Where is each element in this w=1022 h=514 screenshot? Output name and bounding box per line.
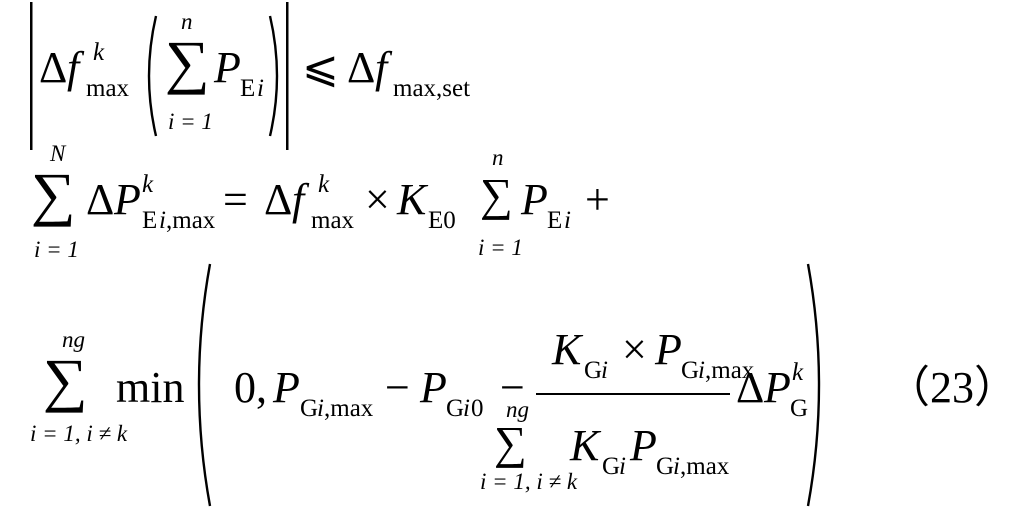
delta-symbol: Δ	[39, 43, 68, 92]
summation-symbol-2: ∑	[480, 169, 513, 220]
numerator-P-subscript-G: G	[681, 357, 700, 384]
sum-lower-limit: i = 1, i ≠ k	[30, 421, 128, 446]
minus-symbol-1: −	[385, 363, 410, 412]
denominator-K: K	[570, 421, 600, 470]
sum-upper-limit: N	[50, 141, 66, 166]
denominator-K-subscript-G: G	[602, 453, 621, 480]
rhs-f-variable: f	[292, 175, 305, 224]
subscript-max: max	[86, 75, 130, 102]
P-variable: P	[114, 175, 141, 224]
rhs-delta-symbol: Δ	[264, 175, 293, 224]
numerator-times: ×	[622, 325, 647, 374]
delta-P-superscript-k: k	[792, 359, 804, 386]
P2-subscript-i: i	[564, 207, 571, 234]
big-left-paren	[197, 263, 212, 507]
denominator-sum-upper-limit: ng	[506, 397, 529, 422]
P1-subscript-max: ,max	[324, 395, 374, 422]
K-subscript-E0: E0	[428, 207, 456, 234]
plus-symbol: +	[585, 175, 610, 224]
summation-symbol: ∑	[30, 161, 76, 227]
right-paren	[268, 15, 279, 137]
equals-symbol: =	[223, 175, 248, 224]
delta-P-G-variable: P	[764, 363, 791, 412]
min-operator: min	[116, 363, 185, 412]
sum-lower-limit: i = 1	[34, 237, 79, 262]
minus-symbol-2: −	[500, 363, 525, 412]
P2-subscript-G: G	[446, 395, 465, 422]
denominator-P-subscript-G: G	[656, 453, 675, 480]
times-symbol: ×	[365, 175, 390, 224]
leq-symbol: ⩽	[302, 43, 339, 92]
zero-value: 0,	[234, 363, 267, 412]
subscript-max: ,max	[166, 207, 216, 234]
sum2-upper-limit: n	[492, 145, 504, 170]
big-right-paren	[806, 263, 821, 507]
P-variable-2: P	[521, 175, 548, 224]
numerator-P-subscript-i: i	[698, 357, 705, 384]
P2-subscript-E: E	[547, 207, 563, 234]
rhs-superscript-k: k	[318, 171, 330, 198]
fraction-bar	[536, 393, 730, 395]
rhs-f-variable: f	[375, 43, 388, 92]
abs-bar-right	[286, 2, 289, 150]
K-variable: K	[397, 175, 427, 224]
P-Gi0-variable: P	[420, 363, 447, 412]
f-variable: f	[67, 43, 80, 92]
numerator-K-subscript-G: G	[584, 357, 603, 384]
P-Gi-max-variable: P	[273, 363, 300, 412]
numerator-P: P	[655, 325, 682, 374]
denominator-summation-symbol: ∑	[494, 417, 527, 468]
delta-P-subscript-G: G	[790, 395, 809, 422]
denominator-K-subscript-i: i	[619, 453, 626, 480]
equation-number: （23）	[886, 363, 1018, 412]
P-variable: P	[214, 43, 241, 92]
subscript-E: E	[142, 207, 158, 234]
subscript-i: i	[159, 207, 166, 234]
summation-symbol: ∑	[164, 29, 210, 95]
P2-subscript-0: 0	[471, 395, 484, 422]
sum2-lower-limit: i = 1	[478, 235, 523, 260]
subscript-E: E	[240, 75, 256, 102]
P1-subscript-i: i	[317, 395, 324, 422]
sum-upper-limit: ng	[62, 327, 85, 352]
denominator-sum-lower-limit: i = 1, i ≠ k	[480, 469, 578, 494]
left-paren	[147, 15, 158, 137]
P1-subscript-G: G	[300, 395, 319, 422]
P2-subscript-i: i	[463, 395, 470, 422]
subscript-i: i	[257, 75, 264, 102]
denominator-P: P	[630, 421, 657, 470]
sum-upper-limit: n	[181, 9, 193, 34]
sum-lower-limit: i = 1	[168, 109, 213, 134]
delta-symbol: Δ	[736, 363, 765, 412]
rhs-subscript-max: max	[311, 207, 355, 234]
superscript-k: k	[142, 171, 154, 198]
summation-symbol: ∑	[42, 347, 88, 413]
delta-symbol: Δ	[86, 175, 115, 224]
numerator-K-subscript-i: i	[601, 357, 608, 384]
rhs-delta-symbol: Δ	[347, 43, 376, 92]
numerator-P-subscript-max: ,max	[705, 357, 755, 384]
denominator-P-subscript-max: ,max	[680, 453, 730, 480]
denominator-P-subscript-i: i	[673, 453, 680, 480]
superscript-k: k	[93, 39, 105, 66]
rhs-subscript-max-set: max,set	[393, 75, 471, 102]
numerator-K: K	[552, 325, 582, 374]
abs-bar-left	[30, 2, 33, 150]
